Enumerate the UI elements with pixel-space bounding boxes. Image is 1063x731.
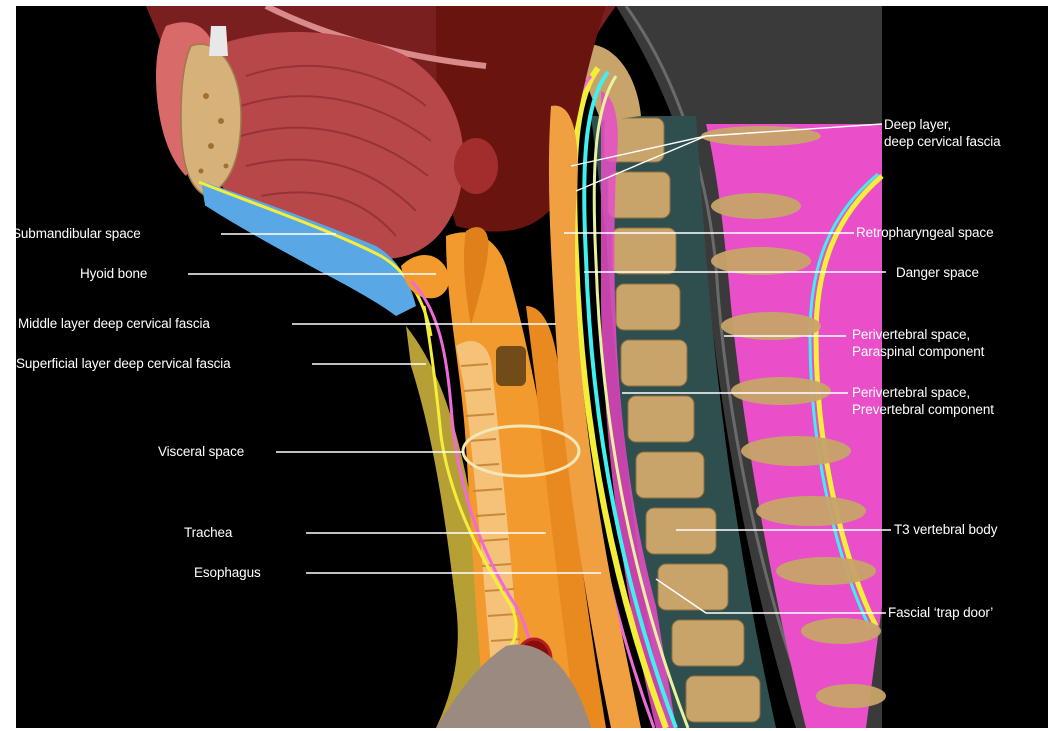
label-retropharyngeal-space: Retropharyngeal space bbox=[856, 224, 994, 241]
label-deep-layer-line1: Deep layer, bbox=[884, 116, 1001, 133]
label-deep-layer-line2: deep cervical fascia bbox=[884, 133, 1001, 150]
label-danger-space: Danger space bbox=[896, 264, 979, 281]
anatomy-diagram: Submandibular space Hyoid bone Middle la… bbox=[16, 6, 1048, 728]
label-t3-vertebral-body: T3 vertebral body bbox=[894, 521, 997, 538]
airway-lumen bbox=[496, 346, 526, 386]
label-perivertebral-paraspinal-line1: Perivertebral space, bbox=[852, 326, 984, 343]
uvula bbox=[454, 138, 498, 194]
label-superficial-layer-fascia: Superficial layer deep cervical fascia bbox=[16, 355, 231, 372]
label-esophagus: Esophagus bbox=[194, 564, 261, 581]
tooth-icon bbox=[209, 26, 228, 56]
label-fascial-trap-door: Fascial ‘trap door’ bbox=[888, 604, 993, 621]
label-submandibular-space: Submandibular space bbox=[16, 225, 141, 242]
label-trachea: Trachea bbox=[184, 524, 232, 541]
label-hyoid-bone: Hyoid bone bbox=[80, 265, 147, 282]
label-deep-layer-fascia: Deep layer, deep cervical fascia bbox=[884, 116, 1001, 150]
label-perivertebral-prevertebral-line1: Perivertebral space, bbox=[852, 384, 994, 401]
label-perivertebral-prevertebral-line2: Prevertebral component bbox=[852, 401, 994, 418]
label-perivertebral-paraspinal: Perivertebral space, Paraspinal componen… bbox=[852, 326, 984, 360]
label-visceral-space: Visceral space bbox=[158, 443, 244, 460]
label-middle-layer-fascia: Middle layer deep cervical fascia bbox=[18, 315, 210, 332]
label-perivertebral-paraspinal-line2: Paraspinal component bbox=[852, 343, 984, 360]
label-perivertebral-prevertebral: Perivertebral space, Prevertebral compon… bbox=[852, 384, 994, 418]
